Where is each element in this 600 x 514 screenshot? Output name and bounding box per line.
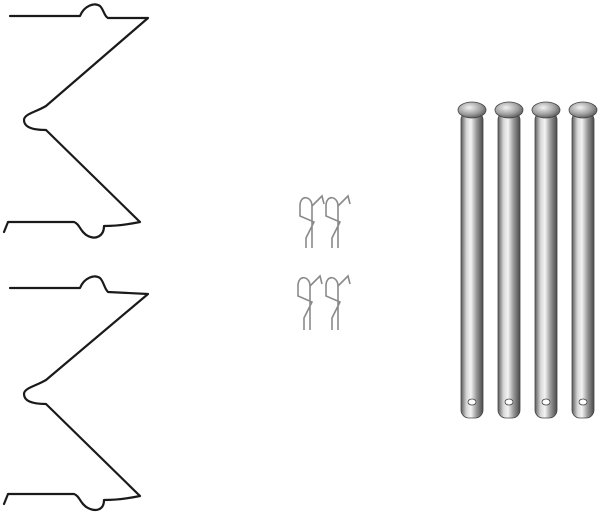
- guide-pin-3: [531, 101, 561, 419]
- retaining-clip-2: [325, 194, 351, 248]
- retaining-clip-3: [297, 274, 323, 330]
- anti-rattle-spring-lower: [2, 275, 150, 511]
- retaining-clip-1: [299, 194, 325, 248]
- guide-pin-2: [494, 101, 524, 419]
- anti-rattle-spring-upper: [2, 3, 150, 239]
- guide-pin-4: [568, 101, 598, 419]
- guide-pin-1: [457, 101, 487, 419]
- retaining-clip-4: [325, 274, 351, 330]
